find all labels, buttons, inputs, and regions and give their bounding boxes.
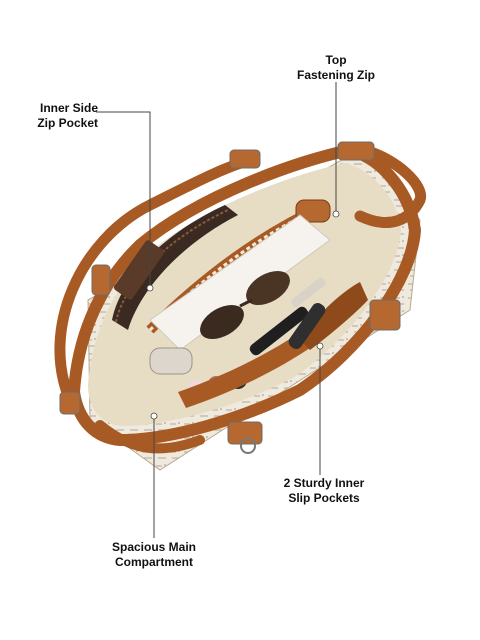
callout-inner-side-line2: Zip Pocket [37,116,98,130]
callout-inner-side-zip-pocket: Inner Side Zip Pocket [28,101,98,131]
inner-side-zip-pocket [112,205,238,330]
callout-main-compartment: Spacious Main Compartment [96,540,212,570]
callout-top-zip-line2: Fastening Zip [297,68,375,82]
bag-handles [54,144,427,454]
handle-left [54,154,258,406]
callout-top-fastening-zip: Top Fastening Zip [280,53,392,83]
callout-main-line2: Compartment [114,555,193,569]
leader-lines [96,82,337,538]
leader-dots [146,210,340,420]
sunglasses-item [200,270,290,340]
callout-slip-line2: Slip Pockets [288,491,360,505]
callout-slip-line1: 2 Sturdy Inner [283,476,365,490]
callout-main-line1: Spacious Main [111,540,197,554]
callout-inner-side-line1: Inner Side [39,101,98,115]
metal-fittings [59,141,401,454]
handle-right [354,144,427,229]
inner-slip-pockets [178,282,368,408]
callout-inner-slip-pockets: 2 Sturdy Inner Slip Pockets [268,476,380,506]
callout-top-zip-line1: Top [325,53,347,67]
leather-trim [67,143,422,447]
leader-inner-side-zip [96,111,151,288]
